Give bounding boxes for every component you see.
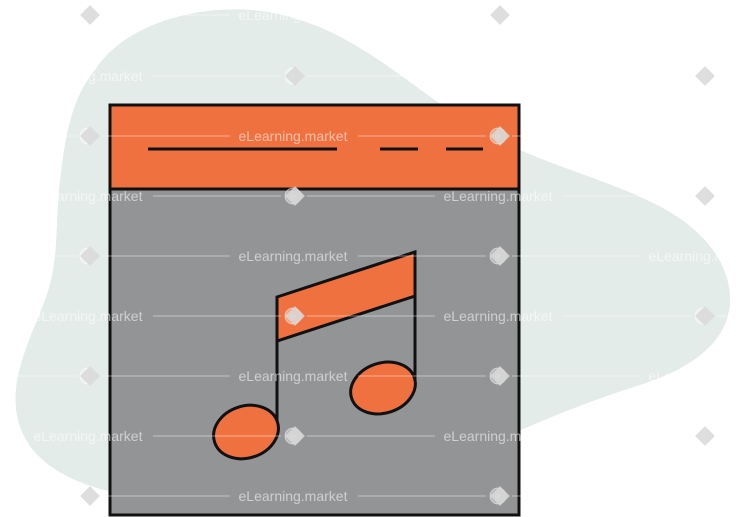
- watermark-text: eLearning.market: [649, 128, 750, 144]
- watermark-text: eLearning.market: [34, 308, 143, 324]
- watermark-text: eLearning.market: [649, 368, 750, 384]
- watermark-text: eLearning.market: [34, 428, 143, 444]
- watermark-diamond-icon: [695, 186, 715, 206]
- watermark-diamond-icon: [695, 66, 715, 86]
- watermark-text: eLearning.market: [34, 188, 143, 204]
- watermark-diamond-icon: [285, 306, 305, 326]
- watermark-text: eLearning.market: [239, 488, 348, 504]
- note-head-right: [349, 360, 417, 416]
- watermark-text: eLearning.market: [444, 188, 553, 204]
- watermark-text: eLearning.market: [239, 128, 348, 144]
- music-note-icon: [212, 249, 417, 461]
- file-header-bar: [108, 103, 521, 191]
- watermark-diamond-icon: [80, 486, 100, 506]
- watermark-text: eLearning.market: [649, 7, 750, 23]
- watermark-text: eLearning.market: [649, 248, 750, 264]
- watermark-diamond-icon: [695, 426, 715, 446]
- watermark-diamond-icon: [80, 366, 100, 386]
- watermark-diamond-icon: [490, 486, 510, 506]
- watermark-diamond-icon: [80, 5, 100, 25]
- file-body: [108, 186, 521, 517]
- watermark-diamond-icon: [490, 126, 510, 146]
- watermark-diamond-icon: [490, 246, 510, 266]
- watermark-diamond-icon: [490, 5, 510, 25]
- watermark-text: eLearning.market: [444, 68, 553, 84]
- watermark-text: eLearning.market: [34, 68, 143, 84]
- watermark-text: eLearning.market: [239, 7, 348, 23]
- watermark-layer: eLearning.marketeeLearning.marketeeLearn…: [0, 5, 750, 506]
- watermark-text: eLearning.market: [444, 428, 553, 444]
- watermark-diamond-icon: [285, 186, 305, 206]
- watermark-diamond-icon: [490, 366, 510, 386]
- watermark-diamond-icon: [285, 66, 305, 86]
- watermark-text: eLearning.market: [649, 488, 750, 504]
- note-head-left: [212, 403, 280, 461]
- watermark-diamond-icon: [80, 126, 100, 146]
- watermark-diamond-icon: [80, 246, 100, 266]
- watermark-diamond-icon: [695, 306, 715, 326]
- watermark-text: eLearning.market: [444, 308, 553, 324]
- watermark-diamond-icon: [285, 426, 305, 446]
- watermark-text: eLearning.market: [239, 248, 348, 264]
- watermark-text: eLearning.market: [239, 368, 348, 384]
